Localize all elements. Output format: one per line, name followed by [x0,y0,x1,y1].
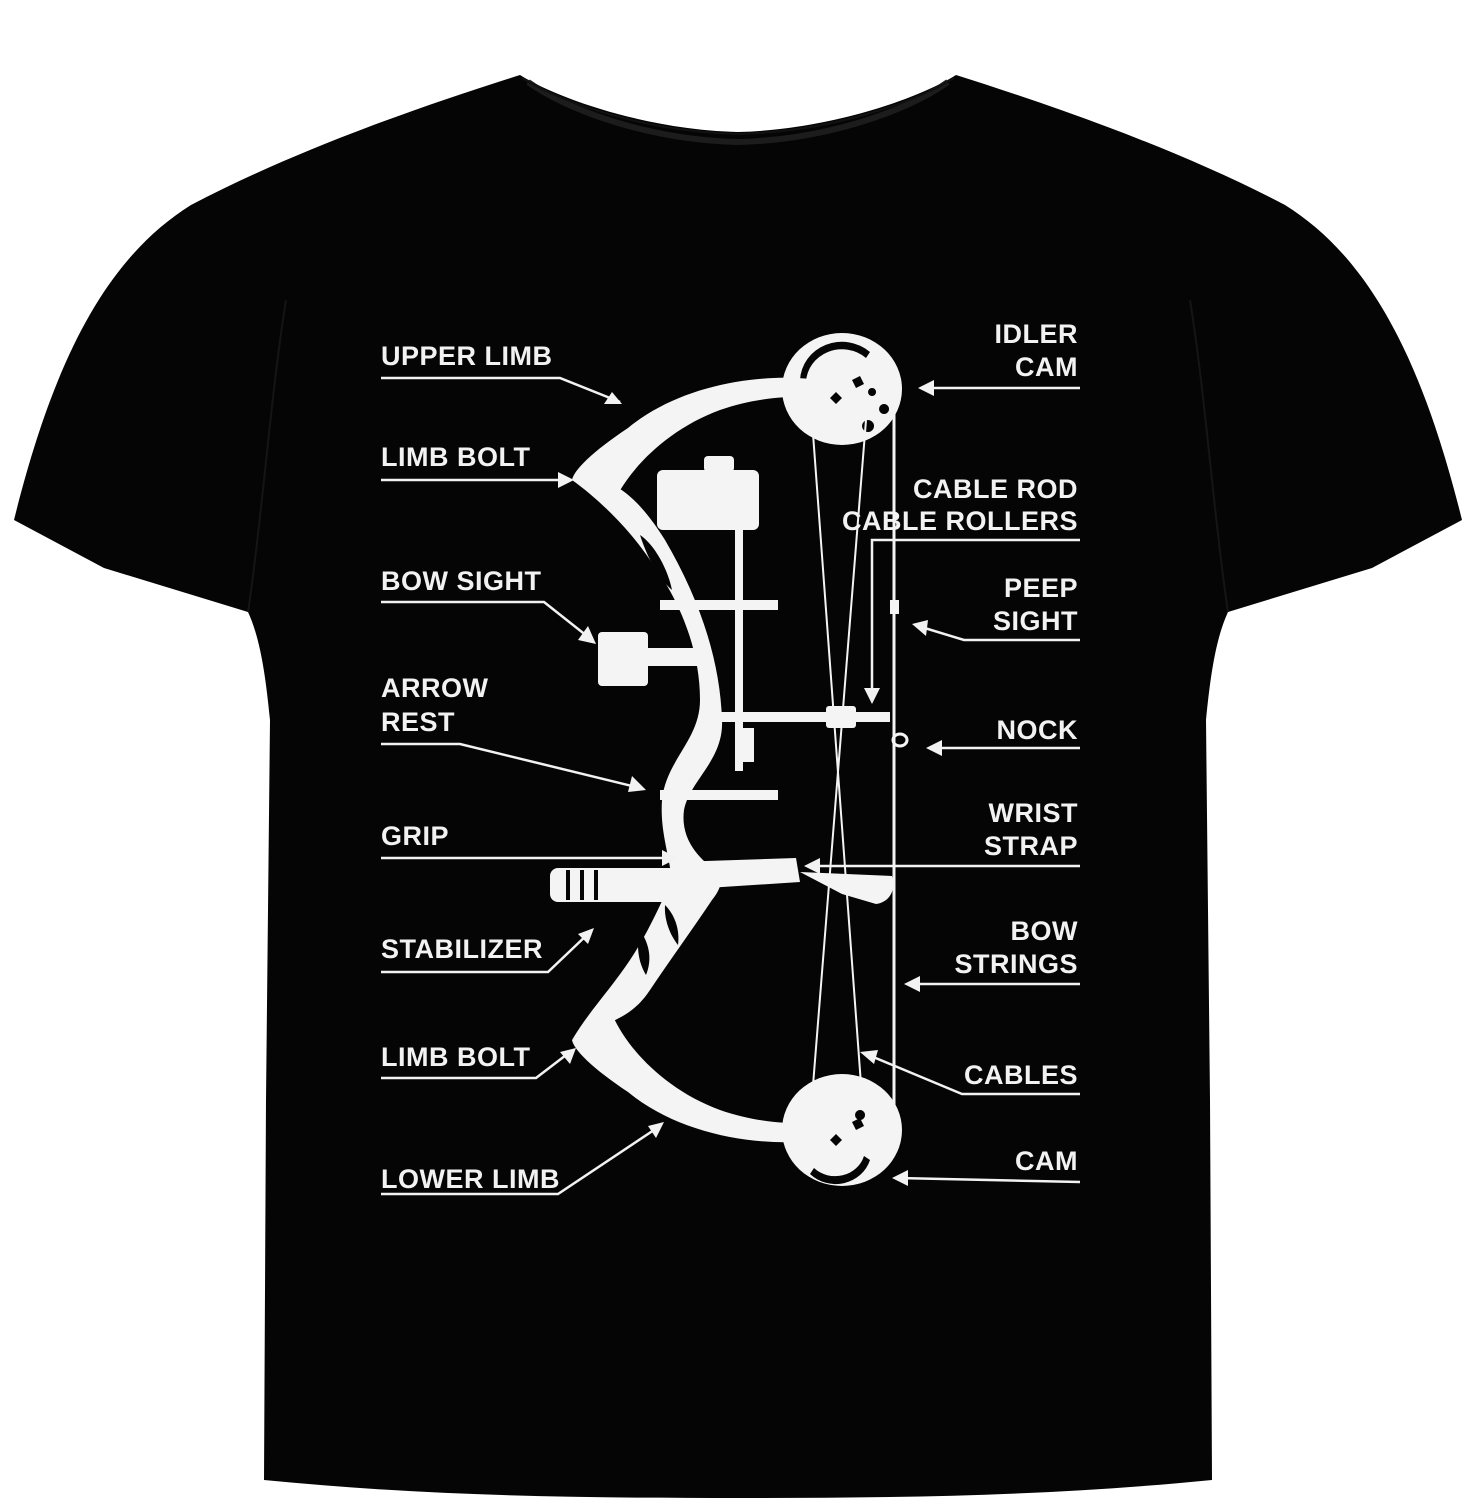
label-arrow-rest-line1: ARROW [381,673,488,703]
upper-limb-shape [572,377,828,512]
label-wrist-strap-line2: STRAP [984,831,1078,861]
label-bow-sight: BOW SIGHT [381,566,542,596]
right-callout-lines [804,380,1081,1186]
label-limb-bolt-bottom: LIMB BOLT [381,1042,530,1072]
label-cables: CABLES [964,1060,1078,1090]
label-idler-cam-line2: CAM [1015,352,1078,382]
label-limb-bolt-top: LIMB BOLT [381,442,530,472]
label-peep-sight-line1: PEEP [1004,573,1078,603]
lower-limb-shape [572,1008,828,1143]
label-nock: NOCK [997,715,1079,745]
riser-shape [572,478,723,1040]
label-peep-sight-line2: SIGHT [993,606,1078,636]
label-idler-cam-line1: IDLER [995,319,1079,349]
label-lower-limb: LOWER LIMB [381,1164,560,1194]
label-bow-strings-line1: BOW [1011,916,1079,946]
label-grip: GRIP [381,821,449,851]
compound-bow [550,333,909,1186]
idler-cam-wheel [782,333,902,445]
label-bow-strings-line2: STRINGS [954,949,1078,979]
label-upper-limb: UPPER LIMB [381,341,553,371]
left-callout-lines [381,376,678,1196]
label-wrist-strap-line1: WRIST [989,798,1079,828]
label-stabilizer: STABILIZER [381,934,543,964]
tshirt-shape [14,75,1462,1498]
collar [526,79,950,146]
label-cable-rod-line2: CABLE ROLLERS [842,506,1078,536]
label-cam: CAM [1015,1146,1078,1176]
label-arrow-rest-line2: REST [381,707,455,737]
label-cable-rod-line1: CABLE ROD [913,474,1078,504]
cam-wheel [782,1074,902,1186]
